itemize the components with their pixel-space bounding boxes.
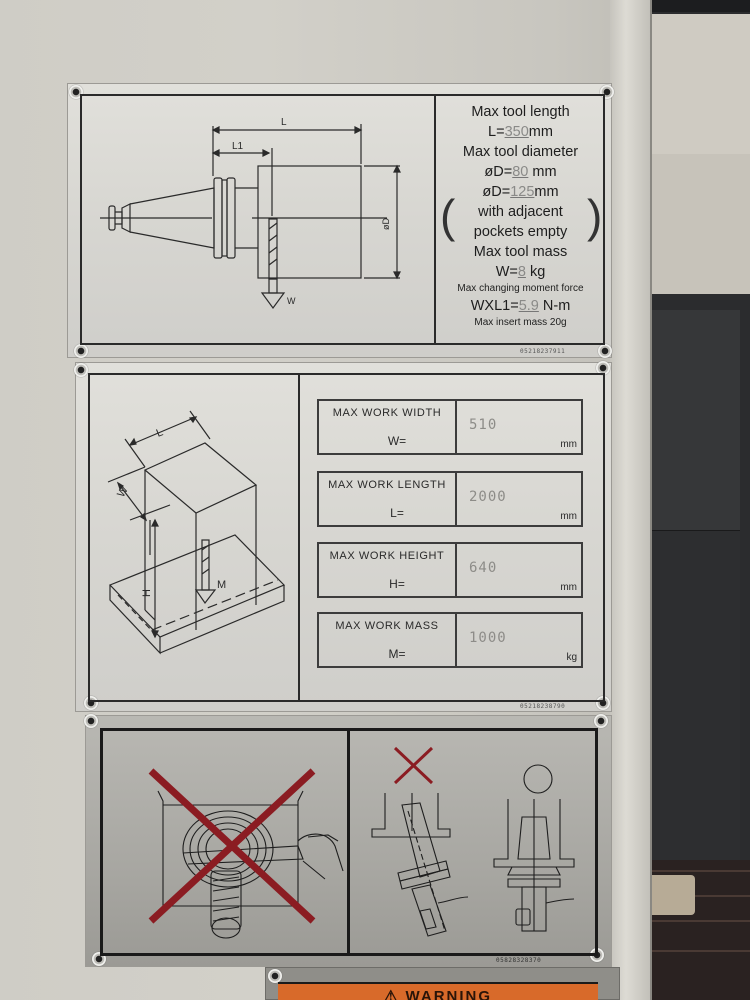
adjacent-note-1: with adjacent [478,204,563,220]
tool-holder-diagram: L L1 øD W [100,117,401,310]
right-parenthesis: ) [587,190,603,242]
moment-title: Max changing moment force [457,283,584,294]
screw-icon [74,363,88,377]
svg-text:L1: L1 [232,141,244,152]
screw-icon [594,714,608,728]
screw-icon [268,969,282,983]
max-tool-mass-title: Max tool mass [473,244,568,260]
tool-plate-divider [434,96,436,343]
caution-plate: 05828328370 [84,714,612,967]
screw-icon [84,696,98,710]
max-tool-diameter-adjacent: øD=125mm [482,184,559,200]
diagram-label-L: L [281,117,287,128]
warning-plate: ⚠ WARNING [265,967,620,1000]
max-work-width-value: 510 [469,417,498,433]
max-work-mass-value: 1000 [469,630,507,646]
screw-icon [84,714,98,728]
tool-spec-text: Max tool length L=350mm Max tool diamete… [436,96,605,343]
workpiece-diagram: L W H M [107,410,286,655]
screw-icon [596,696,610,710]
max-tool-length: L=350mm [488,124,553,140]
tool-insertion-pictogram [371,746,575,937]
cabinet-edge [610,0,652,1000]
left-parenthesis: ( [440,190,456,242]
background-door-upper [650,310,740,530]
work-plate-serial: 05218238790 [520,703,566,710]
max-tool-length-value: 350 [504,124,529,140]
max-tool-diameter-adjacent-value: 125 [510,184,535,200]
max-tool-mass-value: 8 [517,264,526,280]
background-wall-upper [652,14,750,154]
moment-value: 5.9 [518,298,539,314]
no-manual-clamping-pictogram [148,768,344,939]
tool-spec-frame: L L1 øD W Max tool length L=350mm Max to… [80,94,605,345]
max-work-height-value: 640 [469,560,498,576]
svg-text:L: L [155,426,165,439]
tool-spec-plate: L L1 øD W Max tool length L=350mm Max to… [67,83,614,358]
svg-text:M: M [217,579,226,591]
max-tool-length-title: Max tool length [471,104,570,120]
background-top-edge [652,0,750,12]
work-plate-divider [298,375,300,700]
svg-text:W: W [287,296,296,306]
max-work-length-value: 2000 [469,489,507,505]
max-insert-mass: Max insert mass 20g [474,317,567,328]
max-moment: WXL1=5.9 N-m [470,298,571,314]
max-tool-mass: W=8 kg [495,264,546,280]
screw-icon [596,361,610,375]
adjacent-note-2: pockets empty [473,224,568,240]
caution-plate-serial: 05828328370 [496,957,542,964]
svg-text:H: H [141,589,153,597]
max-tool-diameter-title: Max tool diameter [462,144,579,160]
screw-icon [69,85,83,99]
screw-icon [598,344,612,358]
caution-frame [100,728,598,956]
max-tool-diameter: øD=80 mm [484,164,557,180]
background-door-lower [650,530,740,860]
background-wall-lower [652,154,750,294]
svg-text:øD: øD [381,218,391,230]
tool-plate-serial: 05218237911 [520,348,566,355]
warning-label: ⚠ WARNING [278,982,598,1000]
caution-plate-divider [347,731,350,953]
max-tool-diameter-value: 80 [512,164,529,180]
screw-icon [74,344,88,358]
